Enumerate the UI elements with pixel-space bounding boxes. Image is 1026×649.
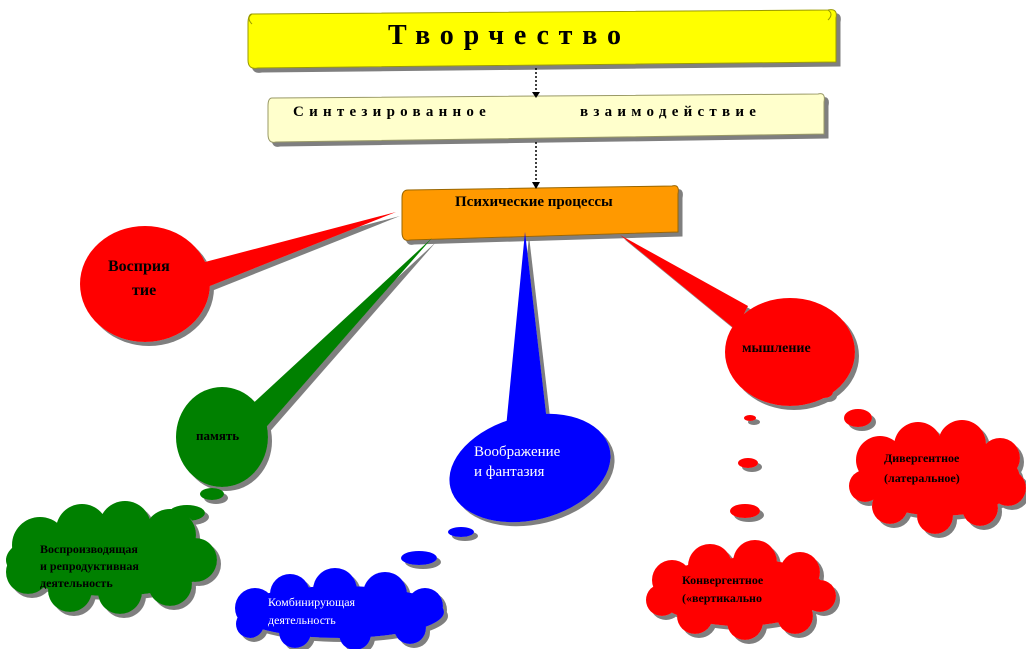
convergent-line2: («вертикально bbox=[682, 591, 762, 605]
reproductive-line2: и репродуктивная bbox=[40, 559, 139, 573]
combining-line1: Комбинирующая bbox=[268, 595, 356, 609]
connector-arrow-2 bbox=[532, 182, 540, 189]
perception-callout bbox=[80, 212, 396, 342]
imagination-line1: Воображение bbox=[474, 444, 561, 460]
combining-line2: деятельность bbox=[268, 613, 336, 627]
cloud-divergent bbox=[849, 420, 1026, 534]
thinking-text: мышление bbox=[742, 341, 811, 356]
cloud-convergent bbox=[646, 540, 836, 640]
subtitle-right-text: взаимодействие bbox=[580, 104, 762, 120]
memory-text: память bbox=[196, 428, 240, 443]
title-text: Творчество bbox=[388, 20, 631, 51]
center-text: Психические процессы bbox=[455, 194, 613, 210]
thinking-callout bbox=[620, 235, 872, 518]
connector-arrow-1 bbox=[532, 92, 540, 98]
divergent-line2: (латеральное) bbox=[884, 471, 960, 485]
cloud-reproductive bbox=[6, 501, 217, 614]
cloud-combining bbox=[235, 568, 444, 649]
convergent-line1: Конвергентное bbox=[682, 573, 764, 587]
perception-line1: Восприя bbox=[108, 258, 170, 275]
subtitle-scroll bbox=[267, 93, 825, 143]
reproductive-line1: Воспроизводящая bbox=[40, 542, 138, 556]
imagination-line2: и фантазия bbox=[474, 464, 545, 480]
perception-line2: тие bbox=[132, 282, 157, 299]
subtitle-left-text: Синтезированное bbox=[293, 104, 492, 120]
divergent-line1: Дивергентное bbox=[884, 451, 960, 465]
reproductive-line3: деятельность bbox=[40, 576, 113, 590]
center-scroll bbox=[401, 185, 679, 241]
title-scroll bbox=[247, 9, 837, 69]
imagination-callout bbox=[401, 232, 611, 565]
